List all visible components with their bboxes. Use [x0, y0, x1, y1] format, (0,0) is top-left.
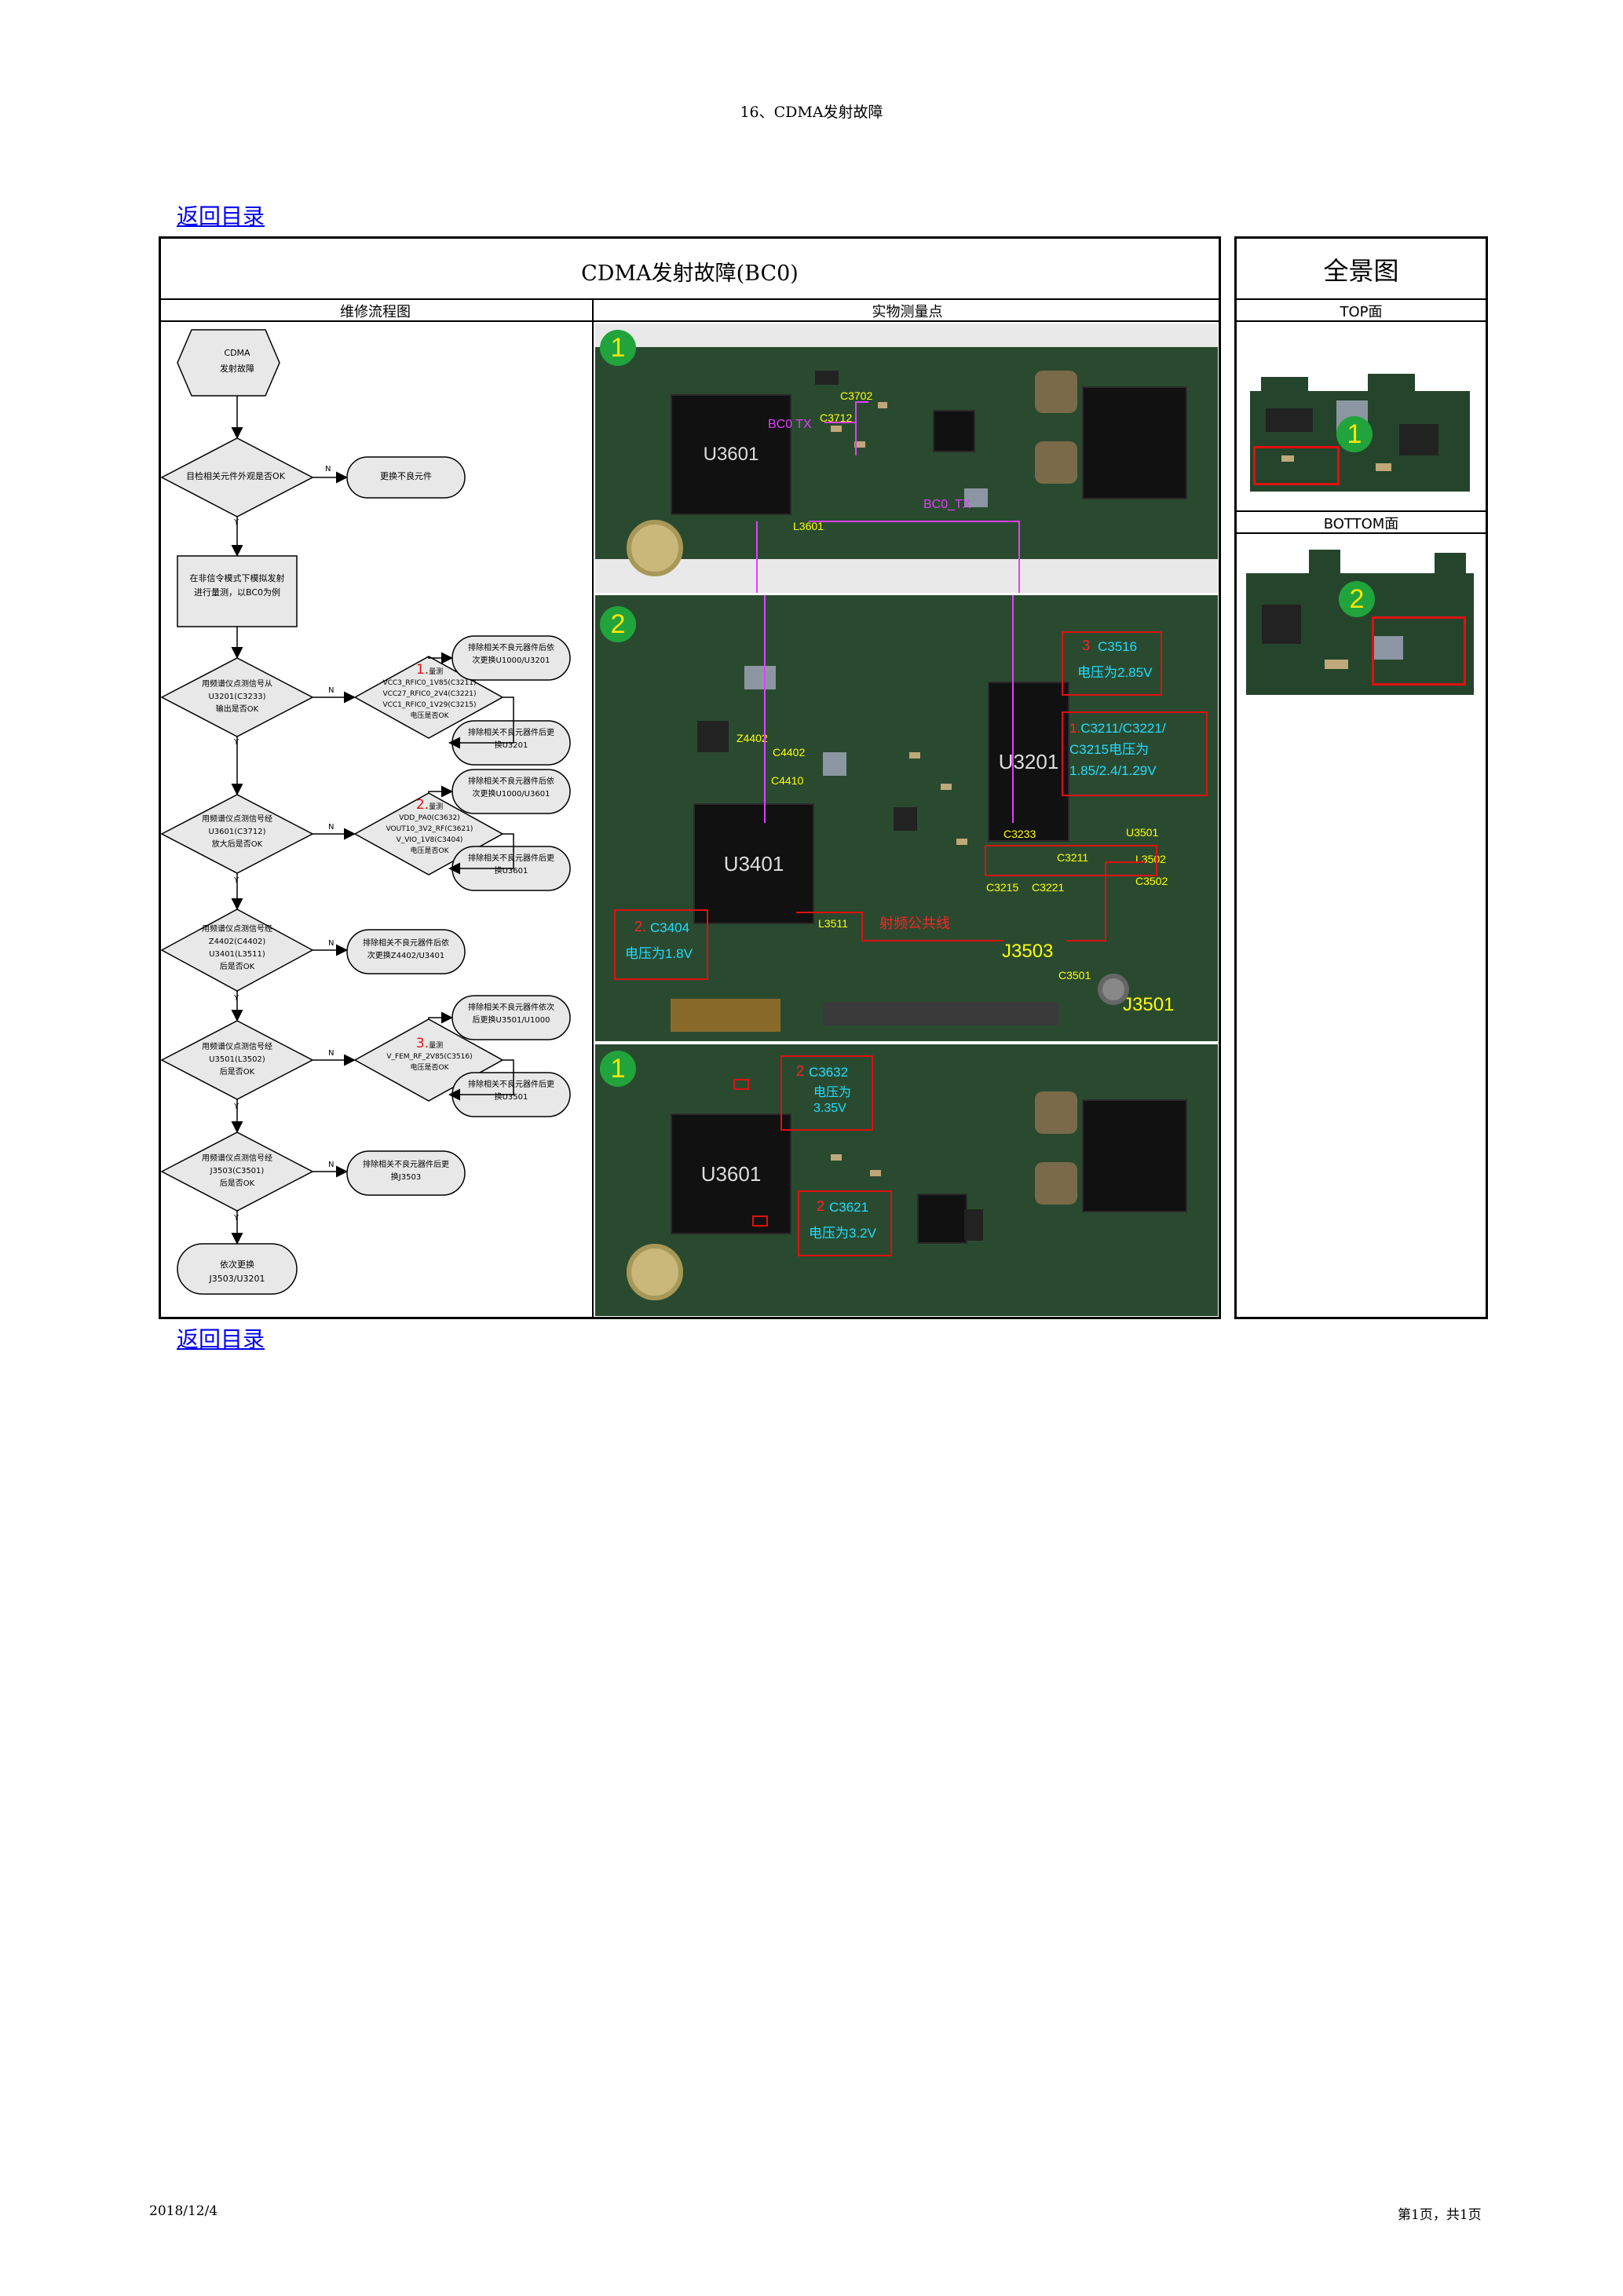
marker-badge: 1: [1336, 416, 1373, 452]
measure-box-c3404: [614, 909, 708, 980]
measure-box-c3621: [798, 1190, 892, 1256]
main-title: CDMA发射故障(BC0): [581, 261, 799, 286]
chip-u3601: U3601: [671, 1113, 791, 1234]
bottom-face-label: BOTTOM面: [1323, 516, 1399, 532]
flow-no-label: N: [328, 686, 334, 695]
divider: [592, 298, 594, 1319]
board-panel-bottom-2: U3201 U3401 2 Z4402 C4402 C4410 C3233 C3…: [595, 595, 1218, 1041]
flow-check-2: 2.量测 VDD_PA0(C3632)VOUT10_3V2_RF(C3621)V…: [386, 797, 473, 856]
flow-no-label: N: [325, 465, 331, 473]
measure-box-c3516: [1062, 631, 1162, 696]
flow-action-4: 排除相关不良元器件后依次更换Z4402/U3401: [363, 939, 449, 960]
repair-flowchart: [160, 329, 571, 1295]
marker-badge: 2: [1339, 581, 1375, 617]
overview-title: 全景图: [1323, 256, 1399, 286]
footer-date: 2018/12/4: [149, 2203, 218, 2219]
bottom-overview-image: 2: [1246, 542, 1474, 700]
divider: [1234, 532, 1488, 534]
divider: [159, 298, 1221, 300]
divider: [1234, 510, 1488, 512]
measure-box-c3211: [1062, 711, 1208, 796]
flow-yes-label: Y: [234, 738, 239, 747]
flow-yes-label: Y: [234, 1102, 239, 1111]
flow-decision-visual-check: 目检相关元件外观是否OK: [186, 471, 285, 481]
footer-page-number: 第1页，共1页: [1398, 2207, 1482, 2223]
flow-action-replace-part: 更换不良元件: [380, 471, 432, 481]
flow-action-3-no: 排除相关不良元器件依次后更换U3501/U1000: [468, 1004, 554, 1025]
divider: [159, 320, 1221, 322]
flow-yes-label: Y: [234, 1214, 239, 1223]
chip-u3401: U3401: [693, 803, 814, 924]
marker-badge: 1: [600, 330, 636, 366]
flow-yes-label: Y: [234, 994, 239, 1003]
flow-check-1: 1.量测 VCC3_RFIC0_1V85(C3211)VCC27_RFIC0_2…: [382, 662, 477, 721]
divider: [1234, 320, 1488, 322]
page-header: 16、CDMA发射故障: [740, 104, 883, 121]
measure-box-c3632: [780, 1055, 873, 1131]
flow-no-label: N: [328, 939, 334, 948]
marker-badge: 1: [600, 1051, 636, 1087]
flow-no-label: N: [328, 823, 334, 832]
flow-no-label: N: [328, 1161, 334, 1169]
marker-badge: 2: [600, 606, 636, 642]
flow-action-1-yes: 排除相关不良元器件后更换U3201: [468, 729, 554, 750]
flow-column-header: 维修流程图: [340, 304, 411, 320]
measure-column-header: 实物测量点: [872, 304, 943, 320]
flow-action-3-yes: 排除相关不良元器件后更换U3501: [468, 1080, 554, 1102]
chip-u3201: U3201: [988, 682, 1069, 842]
top-face-label: TOP面: [1340, 304, 1383, 320]
flow-action-6: 排除相关不良元器件后更换J3503: [363, 1161, 449, 1182]
divider: [1234, 298, 1488, 300]
flow-no-label: N: [328, 1049, 334, 1058]
back-to-toc-link[interactable]: 返回目录: [177, 204, 265, 229]
chip-u3601: U3601: [671, 394, 791, 515]
top-overview-image: 1: [1250, 345, 1470, 495]
flow-process-simulate-tx: 在非信令模式下模拟发射进行量测，以BC0为例: [189, 573, 285, 598]
flow-action-1-no: 排除相关不良元器件后依次更换U1000/U3201: [468, 644, 554, 665]
flow-action-2-yes: 排除相关不良元器件后更换U3601: [468, 854, 554, 876]
flow-yes-label: Y: [234, 876, 239, 885]
back-to-toc-link[interactable]: 返回目录: [177, 1327, 265, 1351]
flow-action-2-no: 排除相关不良元器件后依次更换U1000/U3601: [468, 777, 554, 799]
flow-yes-label: Y: [234, 518, 239, 527]
board-panel-top-1: U3601 1 C3702 C3712 BC0 TX BC0_TX L3601: [595, 324, 1218, 593]
flow-check-3: 3.量测 V_FEM_RF_2V85(C3516)电压是否OK: [386, 1036, 473, 1073]
